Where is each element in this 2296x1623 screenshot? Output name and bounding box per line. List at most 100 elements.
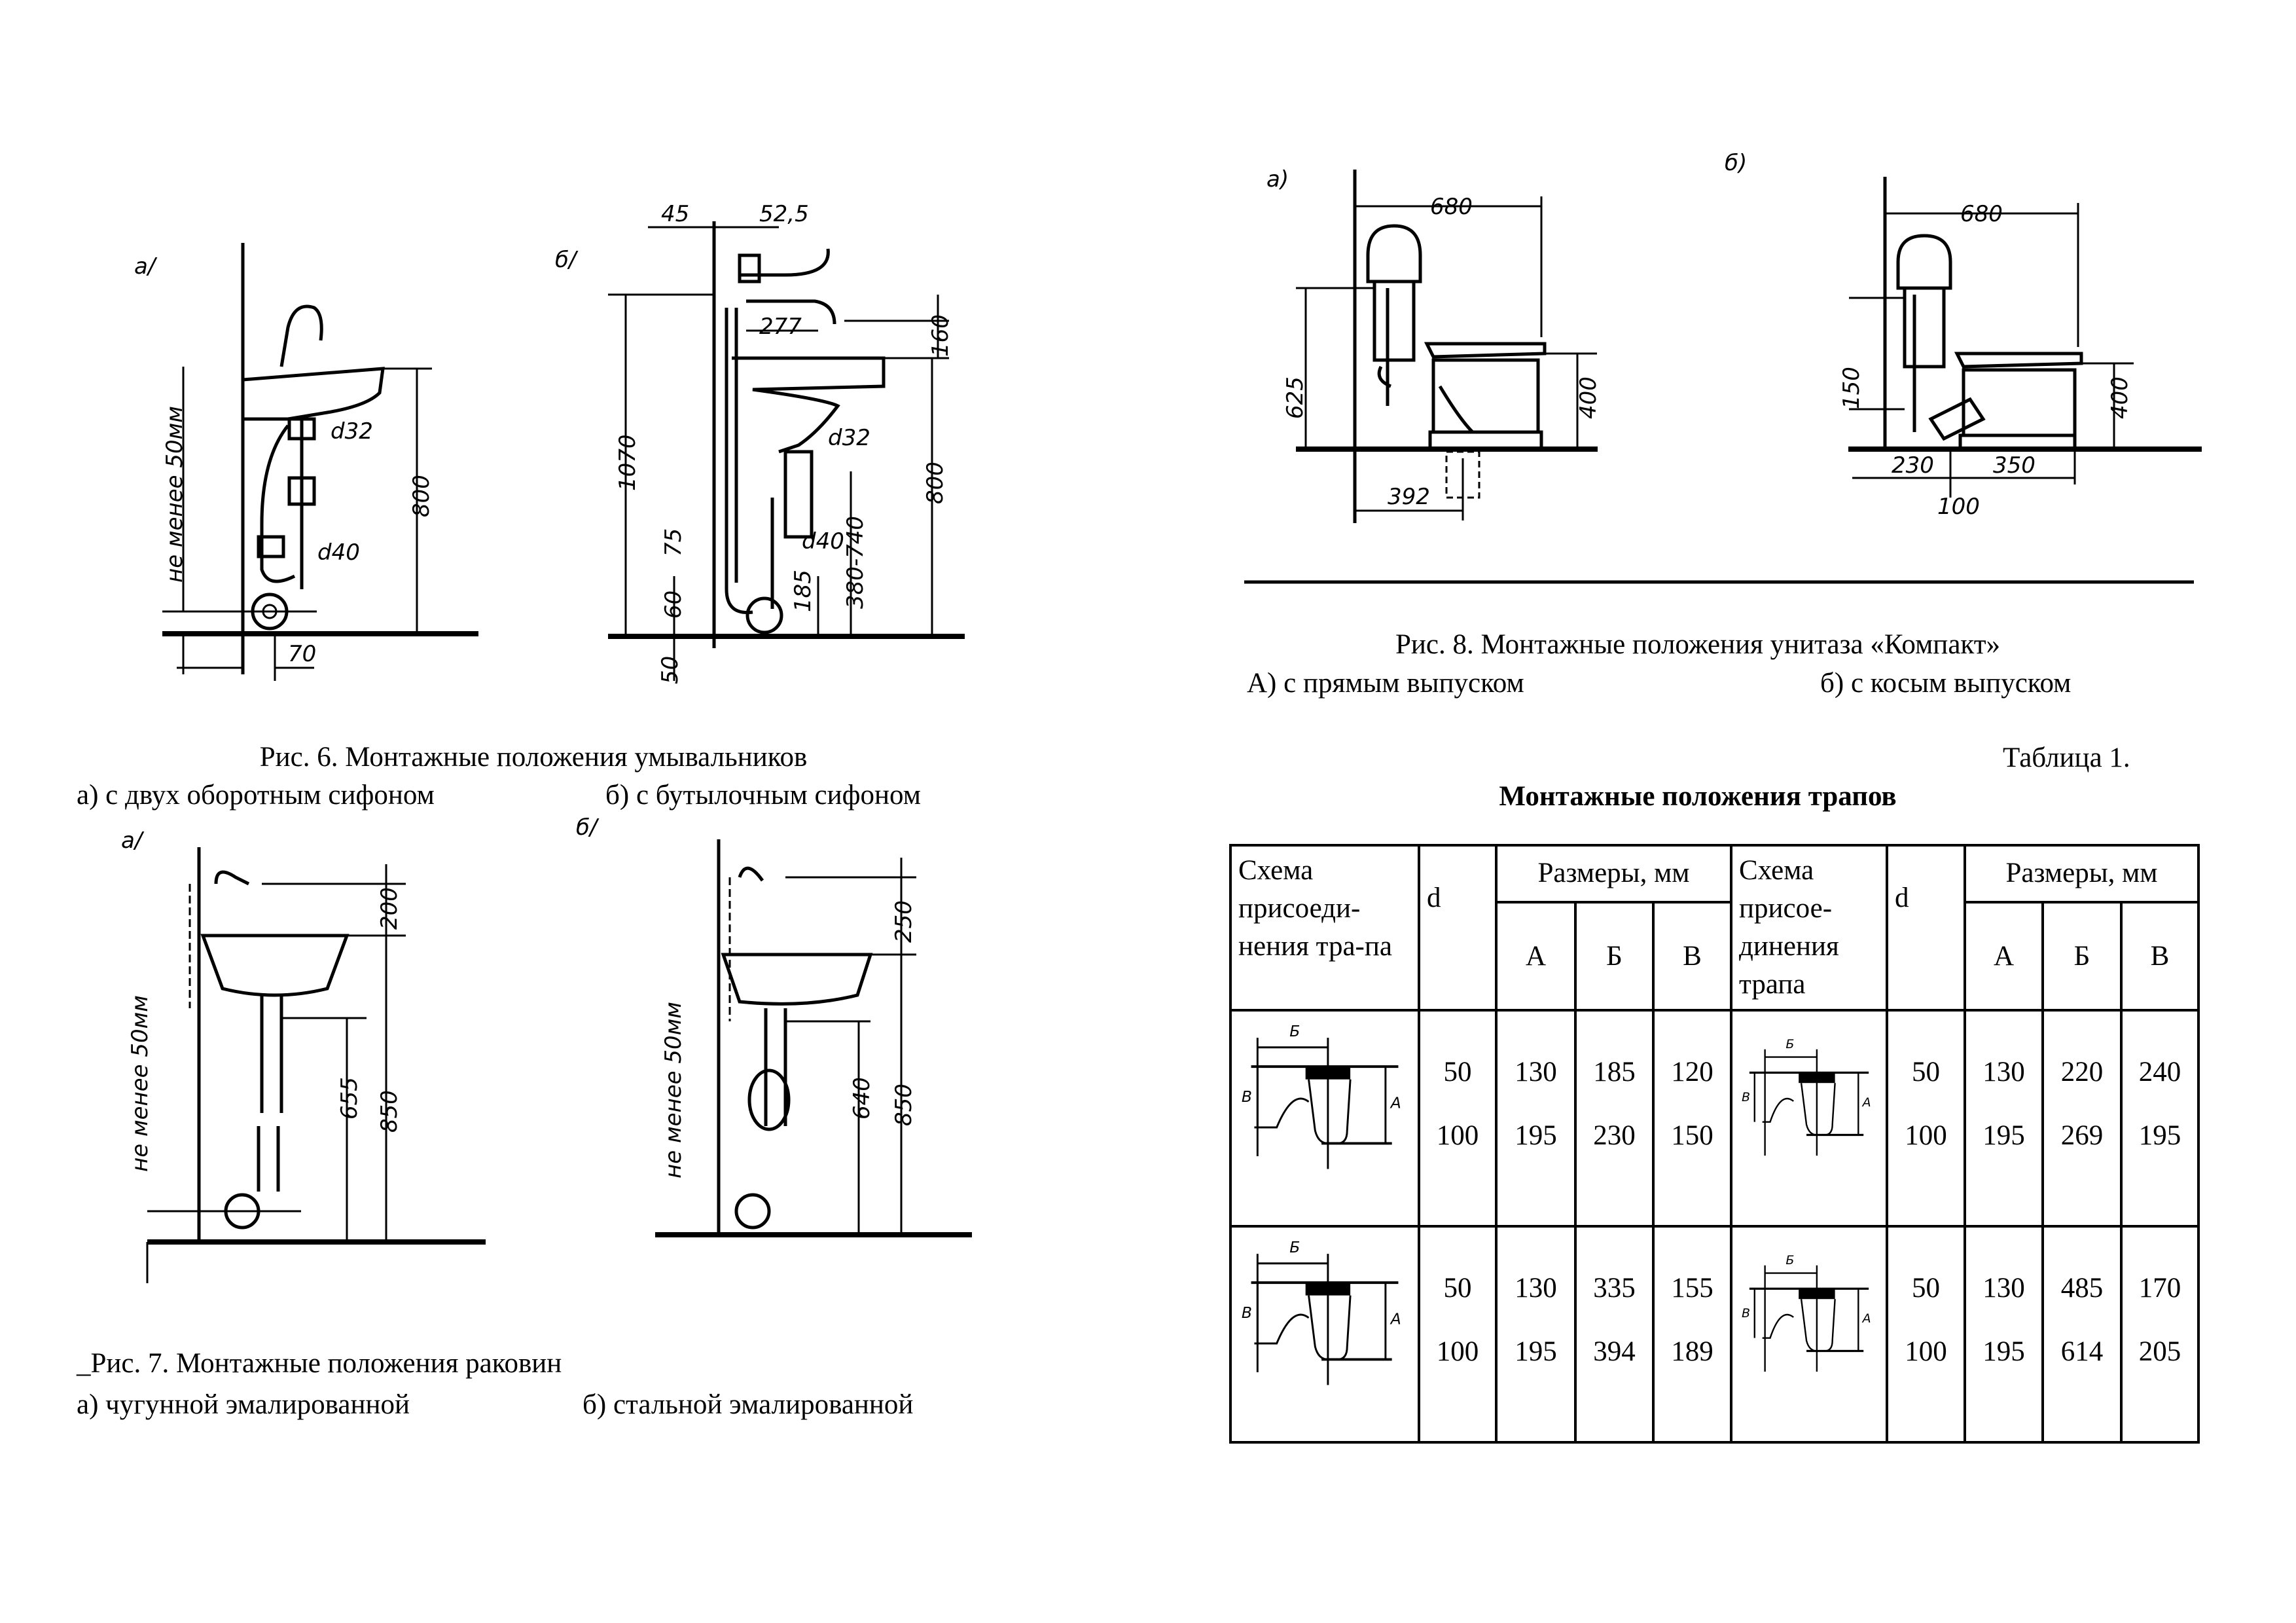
fig8b-label: б) [1725,150,1747,176]
header-d-left: d [1418,843,1498,1012]
dim-50: 50 [657,656,683,684]
cell-value: 485 [2060,1273,2104,1304]
cell-value: 50 [1443,1057,1472,1088]
dim-min50: не менее 50мм [660,1002,687,1178]
header-A: А [1964,900,2045,1012]
cell-A: 130 195 [1964,1009,2045,1228]
cell-A: 130 195 [1495,1009,1577,1228]
dim-75: 75 [660,528,687,556]
dim-800: 800 [408,475,435,517]
cell-value: 130 [1982,1273,2025,1304]
header-scheme-left: Схема присоеди-нения тра-па [1229,843,1420,1012]
fig6-caption: Рис. 6. Монтажные положения умывальников [259,742,808,773]
fig8a-label: а) [1266,166,1289,192]
dim-100: 100 [1937,494,1980,520]
fig6a-washbasin-drawing: а/ d32 d40 800 не менее 50мм 70 [134,243,478,681]
trap-scheme-cell: Б В А [1229,1225,1420,1444]
cell-value: 195 [2138,1120,2181,1151]
trap-scheme-icon: Б В А [1242,1238,1401,1385]
dim-60: 60 [660,591,687,619]
header-sizes-right: Размеры, мм [1964,844,2200,903]
fig7a-sink-drawing: а/ 200 850 655 не менее 50мм [121,828,486,1283]
trap-label-v: В [1242,1087,1252,1106]
cell-value: 130 [1515,1057,1557,1088]
dim-150: 150 [1839,367,1865,409]
trap-scheme-cell: Б В А [1229,1009,1420,1228]
header-V: В [2120,900,2200,1012]
dim-850: 850 [891,1084,917,1126]
cell-value: 130 [1982,1057,2025,1088]
trap-label-a: А [1390,1310,1401,1328]
dim-250: 250 [891,900,917,943]
trap-scheme-icon: Б В А [1242,1022,1401,1169]
trap-label-a: А [1861,1311,1871,1326]
table-header-row: Схема присоеди-нения тра-па d Размеры, м… [1229,843,2200,1012]
dim-160: 160 [927,314,954,357]
trap-label-v: В [1742,1306,1750,1321]
dim-655: 655 [336,1077,363,1120]
cell-value: 205 [2138,1336,2181,1367]
header-B: Б [1574,900,1655,1012]
cell-value: 100 [1436,1336,1479,1367]
trap-label-b: Б [1785,1037,1794,1051]
trap-label-b: Б [1289,1238,1300,1256]
header-V: В [1651,900,1733,1012]
cell-value: 195 [1515,1120,1557,1151]
fig6b-label: б/ [555,247,579,273]
trap-scheme-cell: Б В А [1730,1009,1889,1228]
cell-value: 189 [1671,1336,1713,1367]
dim-min50: не менее 50мм [162,406,188,583]
fig7a-label: а/ [121,828,145,854]
dim-850: 850 [376,1090,403,1133]
dim-200: 200 [376,887,403,930]
cell-value: 394 [1593,1336,1636,1367]
header-scheme-right: Схема присое-динения трапа [1730,843,1889,1012]
dim-400: 400 [2107,376,2133,419]
fig6-subcaption-b: б) с бутылочным сифоном [605,780,921,811]
fig8-subcaption-a: А) с прямым выпуском [1247,668,1524,699]
cell-value: 150 [1671,1120,1713,1151]
cell-value: 195 [1982,1336,2025,1367]
trap-label-a: А [1390,1094,1401,1112]
fig7b-sink-drawing: б/ 250 850 640 не менее 50мм [576,814,972,1237]
dim-350: 350 [1993,452,2036,479]
header-sizes-left: Размеры, мм [1494,844,1733,903]
dim-392: 392 [1388,484,1430,510]
trap-label-a: А [1861,1095,1871,1110]
fig8a-toilet-drawing: а) 680 625 400 392 [1266,166,1602,523]
fig8-subcaption-b: б) с косым выпуском [1820,668,2072,699]
dim-d40: d40 [802,528,844,555]
dim-min50: не менее 50мм [127,995,153,1172]
dim-d40: d40 [317,539,360,566]
dim-1070: 1070 [615,434,641,491]
fig6a-label: а/ [134,253,158,280]
cell-value: 155 [1671,1273,1713,1304]
dim-680: 680 [1960,201,2003,227]
cell-value: 185 [1593,1057,1636,1088]
dim-680: 680 [1430,194,1473,220]
cell-A: 130 195 [1964,1225,2045,1444]
cell-value: 130 [1515,1273,1557,1304]
fig7b-label: б/ [576,814,600,841]
cell-V: 120 150 [1651,1009,1733,1228]
fig7-caption: _Рис. 7. Монтажные положения раковин [77,1348,562,1379]
table-number: Таблица 1. [2003,742,2130,773]
cell-value: 195 [1982,1120,2025,1151]
trap-scheme-cell: Б В А [1730,1225,1889,1444]
trap-label-v: В [1242,1304,1252,1322]
cell-value: 230 [1593,1120,1636,1151]
dim-230: 230 [1892,452,1934,479]
cell-value: 120 [1671,1057,1713,1088]
dim-d32: d32 [331,418,373,445]
cell-value: 50 [1912,1273,1941,1304]
dim-800: 800 [922,462,948,504]
header-B: Б [2041,900,2123,1012]
